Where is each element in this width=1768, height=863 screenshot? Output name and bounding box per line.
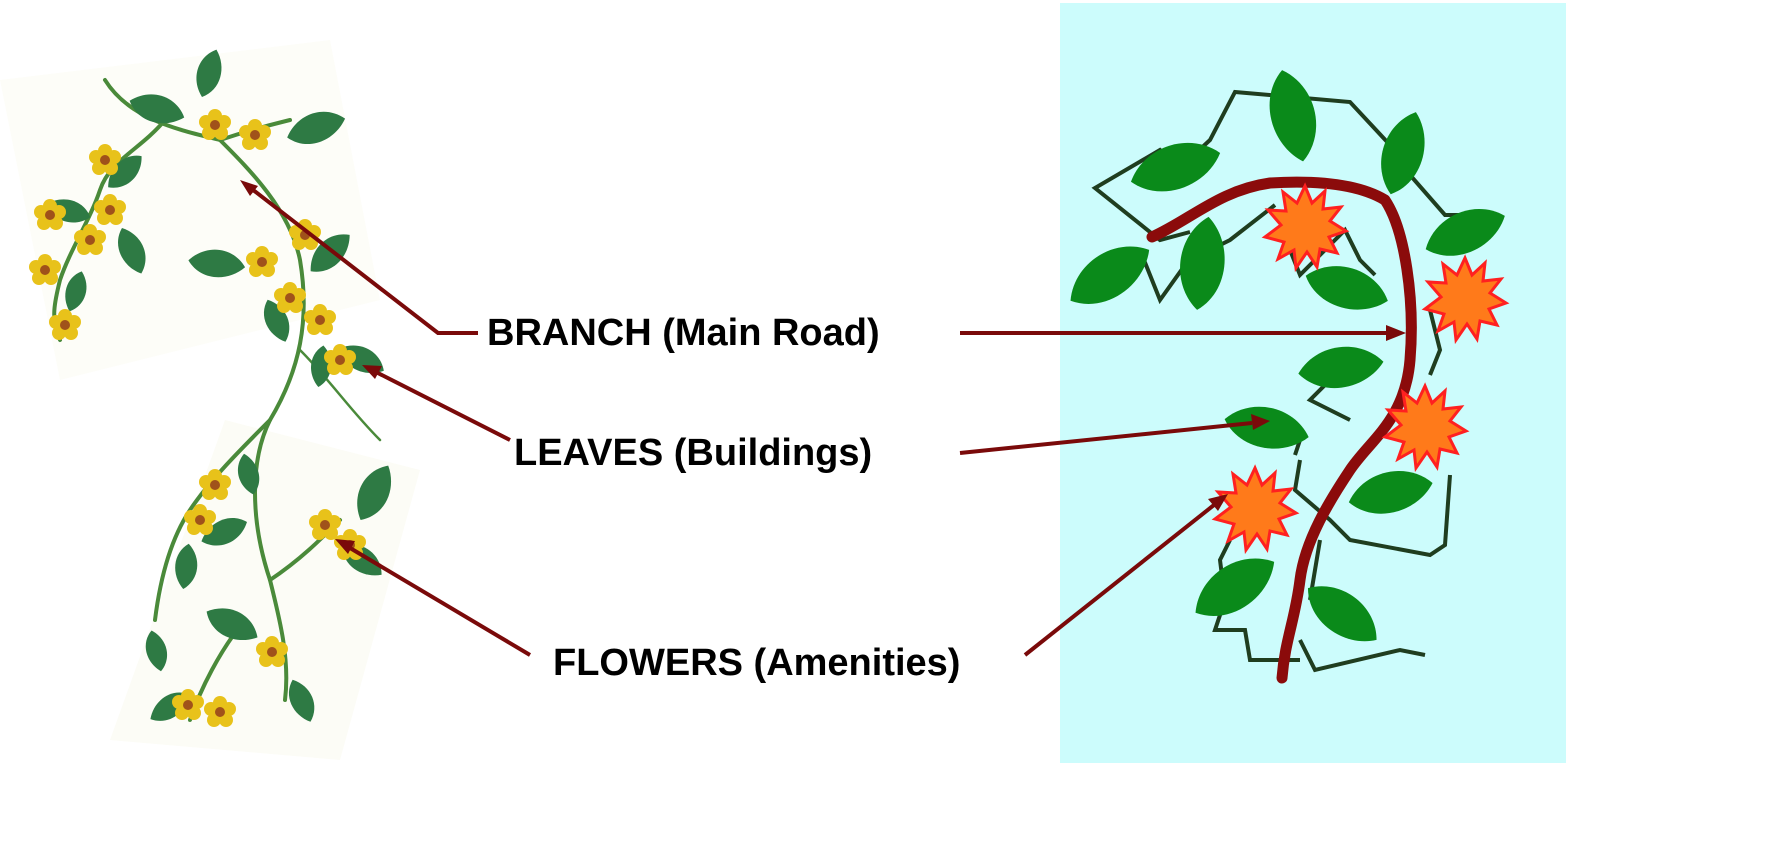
vine-paper-bottom	[110, 420, 420, 760]
branch-arrow-right	[960, 325, 1406, 341]
vine-flowers	[29, 109, 366, 727]
leaves-arrow-right	[959, 414, 1270, 455]
flowering-vine-illustration	[0, 40, 420, 760]
leaves-label: LEAVES (Buildings)	[514, 432, 873, 474]
leaves-arrow-left	[362, 365, 511, 442]
flowers-label: FLOWERS (Amenities)	[553, 642, 961, 684]
flowers-arrow-left	[335, 539, 532, 657]
callout-arrows	[240, 180, 1406, 657]
branch-arrow-left	[240, 180, 478, 335]
flowers-arrow-right	[1023, 494, 1228, 657]
town-plan-diagram	[1058, 3, 1566, 763]
main-road	[1146, 176, 1417, 684]
branch-label: BRANCH (Main Road)	[487, 312, 880, 354]
